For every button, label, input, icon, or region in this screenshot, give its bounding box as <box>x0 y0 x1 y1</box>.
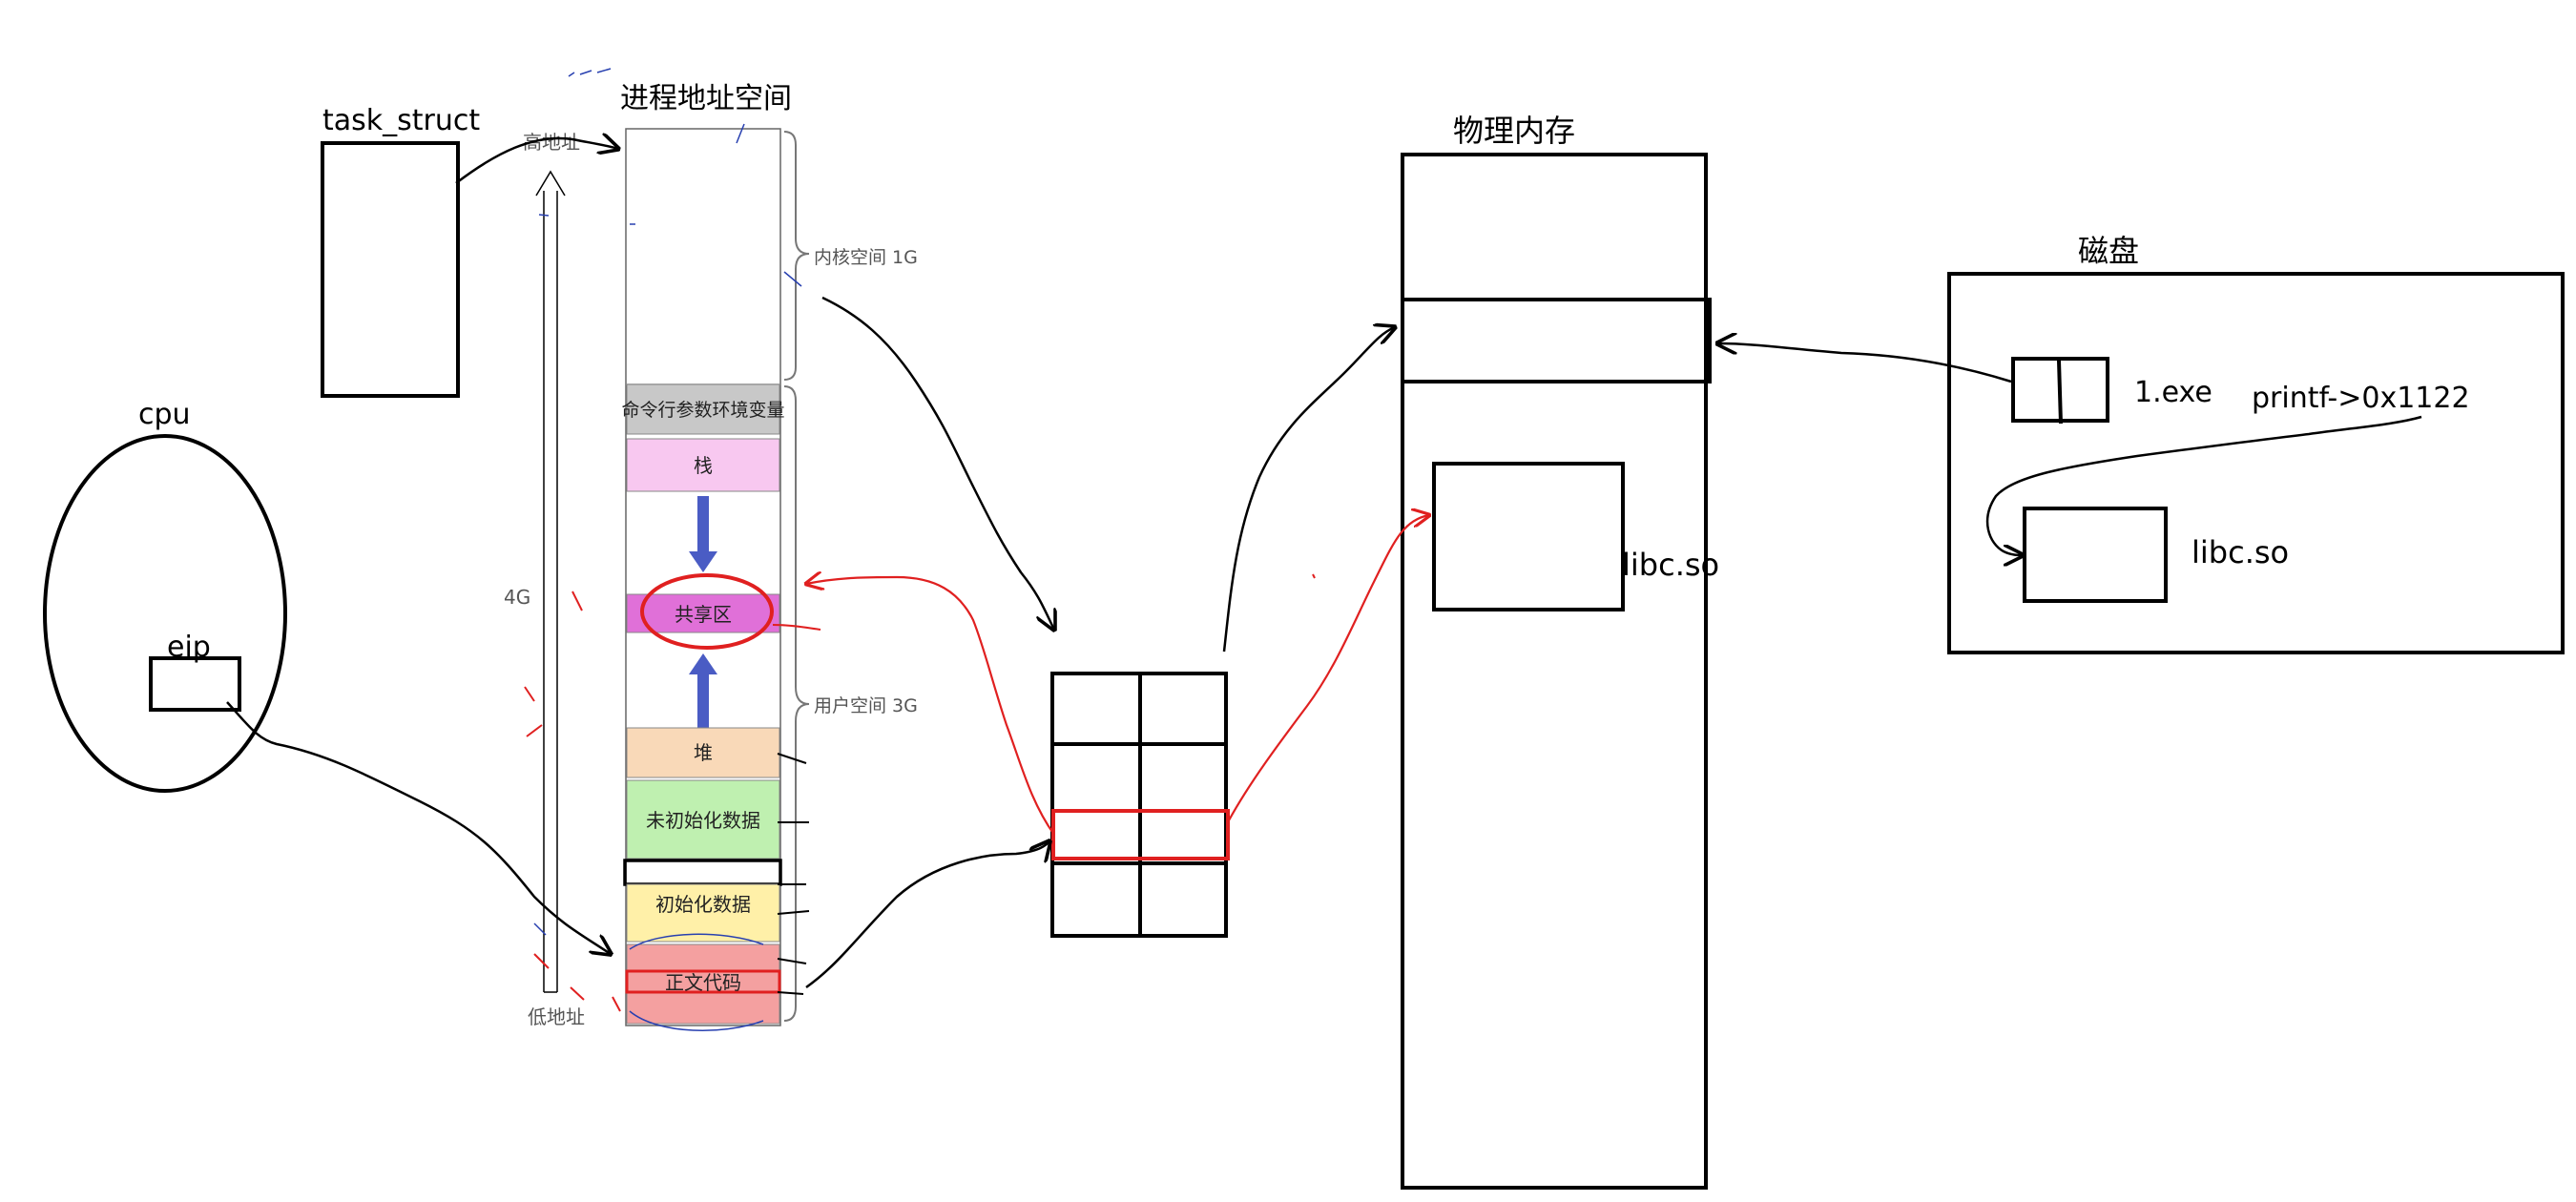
kernel-space-brace <box>784 132 809 380</box>
kernel-space-label: 内核空间 1G <box>814 247 918 268</box>
page-table <box>1052 674 1226 936</box>
printf-address-note: printf->0x1122 <box>2252 382 2470 415</box>
physical-memory-exe-frame <box>1402 300 1710 382</box>
task-struct-box <box>322 143 458 396</box>
eip-to-text-segment-arrow <box>227 702 611 954</box>
segment-stack-label: 栈 <box>694 454 713 477</box>
segment-boundary-box <box>625 860 780 884</box>
segment-heap-label: 堆 <box>694 741 713 764</box>
segment-shared-label: 共享区 <box>675 603 732 626</box>
segment-tick-marks <box>778 754 809 994</box>
segment-text-label: 正文代码 <box>665 971 741 994</box>
user-space-label: 用户空间 3G <box>814 695 918 716</box>
cpu-label: cpu <box>138 398 191 431</box>
heap-growth-arrow <box>689 653 717 728</box>
eip-register-box <box>151 658 239 710</box>
physical-memory-box <box>1402 155 1706 1188</box>
page-table-to-exe-frame-arrow <box>1224 327 1395 652</box>
kernel-space-to-page-table-arrow <box>822 298 1054 630</box>
stack-growth-arrow <box>689 496 717 572</box>
physical-memory-label: 物理内存 <box>1453 113 1575 149</box>
disk-libc-label: libc.so <box>2192 534 2289 570</box>
disk-label: 磁盘 <box>2078 233 2139 269</box>
segment-init-data-label: 初始化数据 <box>655 893 751 916</box>
disk-exe-label: 1.exe <box>2134 376 2212 409</box>
cpu-ellipse <box>45 436 285 791</box>
task-struct-label: task_struct <box>322 104 480 137</box>
segment-cmdline-env-label: 命令行参数环境变量 <box>621 400 784 421</box>
segment-uninit-data-label: 未初始化数据 <box>646 809 760 832</box>
process-address-space-title: 进程地址空间 <box>620 82 792 115</box>
text-segment-to-page-table-arrow <box>806 841 1049 987</box>
user-space-brace <box>784 386 809 1021</box>
disk-box <box>1949 274 2563 653</box>
disk-exe-to-memory-arrow <box>1717 343 2011 382</box>
physical-memory-libc-label: libc.so <box>1622 547 1719 583</box>
size-4g-label: 4G <box>504 586 530 609</box>
low-address-label: 低地址 <box>528 1005 585 1028</box>
disk-libc-file-box <box>2025 508 2166 601</box>
address-range-arrow <box>536 172 565 992</box>
page-table-to-libc-memory-arrow <box>1229 515 1429 820</box>
physical-memory-libc-frame <box>1434 464 1623 610</box>
